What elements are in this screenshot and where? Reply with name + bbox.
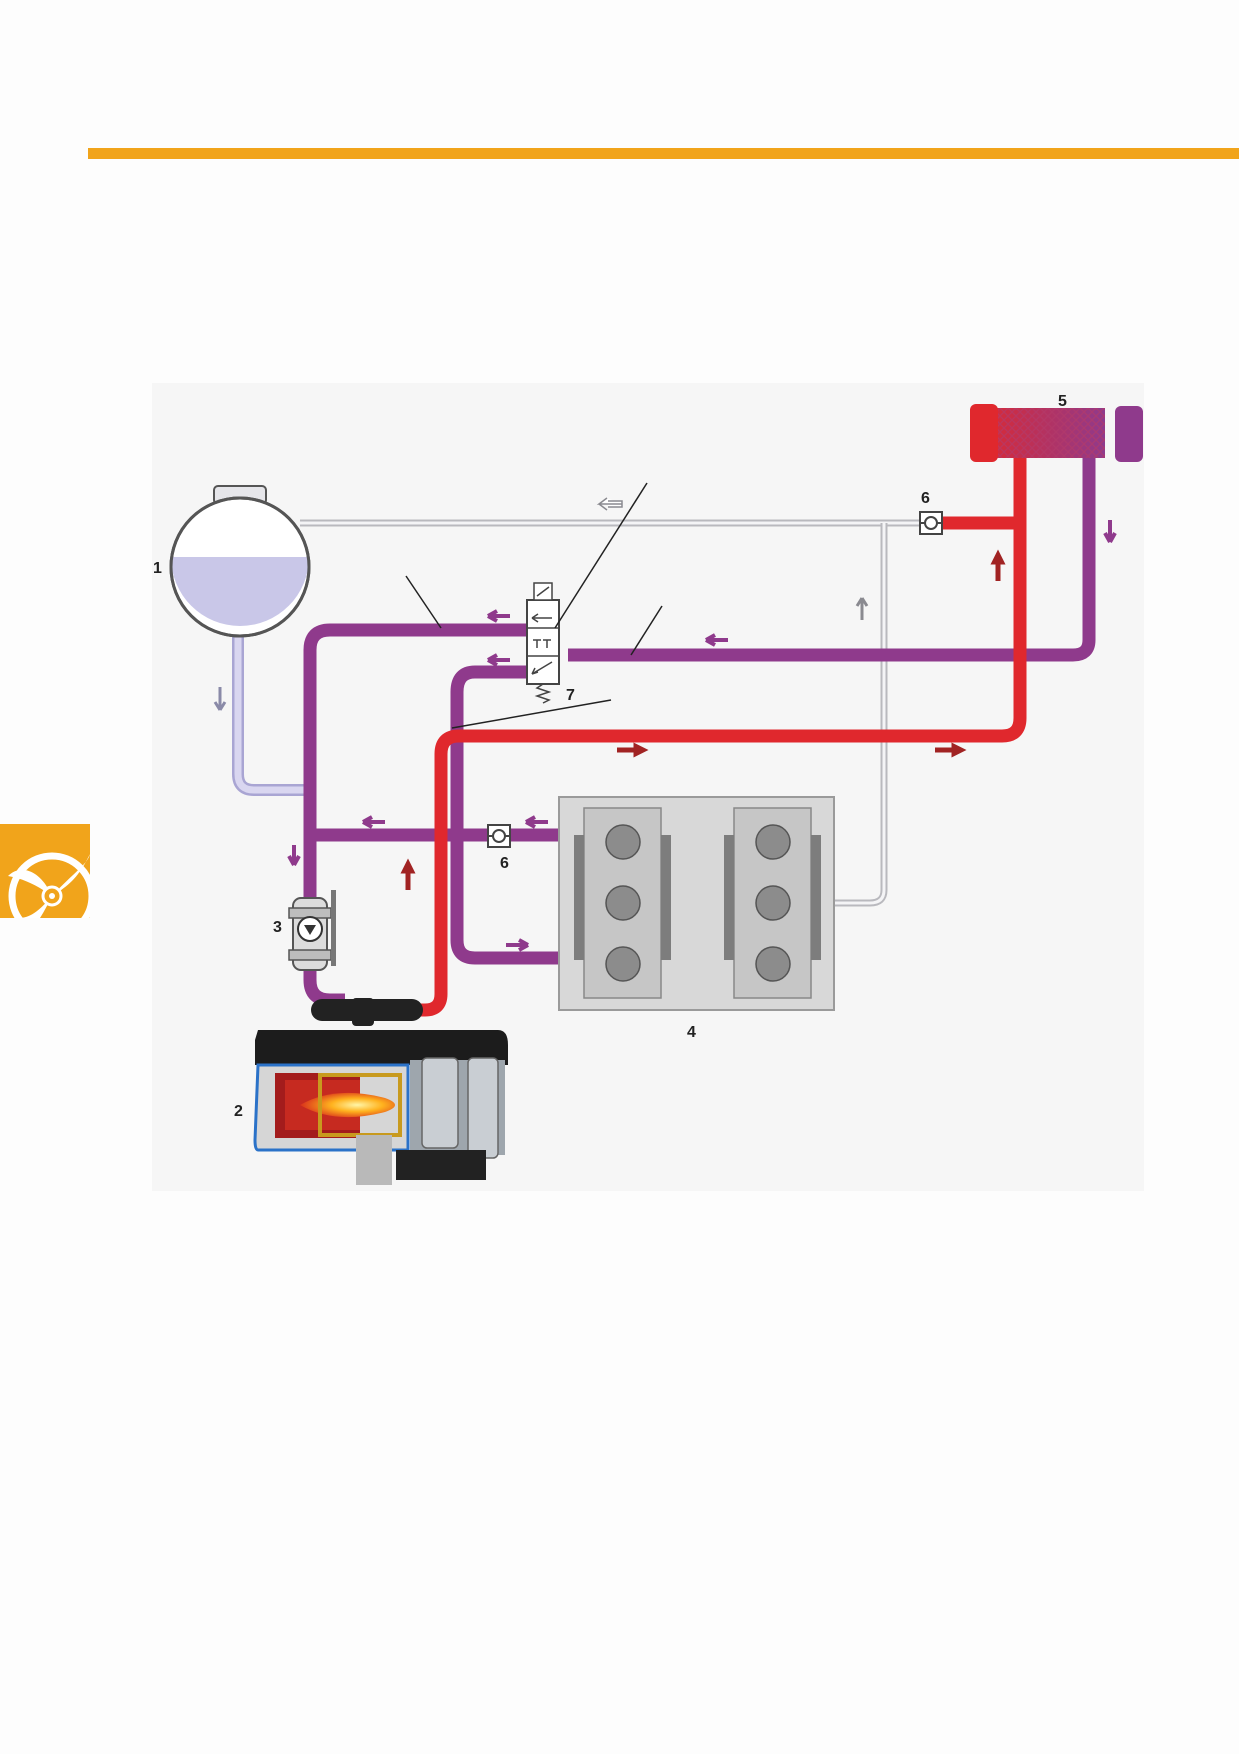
label-check-valve-mid: 6: [500, 855, 509, 872]
check-valve-mid: [487, 824, 511, 848]
expansion-tank: [169, 485, 311, 638]
label-pump: 3: [273, 919, 282, 936]
coolant-feed-line: [232, 632, 308, 796]
circulation-pump: [288, 890, 336, 971]
label-heat-exchanger: 5: [1058, 393, 1067, 410]
flow-arrows: [213, 497, 1117, 952]
callout-labels: 1 2 3 4 5 6 6 7: [153, 393, 1067, 1120]
label-expansion-tank: 1: [153, 560, 162, 577]
accent-rule: [88, 148, 1239, 159]
heat-exchanger: [970, 404, 1143, 462]
label-valve: 7: [566, 687, 575, 704]
switching-valve: [405, 482, 663, 729]
engine-block: [558, 796, 835, 1011]
heater-unit: [253, 998, 508, 1185]
check-valve-top: [919, 511, 943, 535]
label-engine: 4: [687, 1024, 696, 1041]
vent-lines: [300, 519, 925, 907]
label-check-valve-top: 6: [921, 490, 930, 507]
label-heater: 2: [234, 1103, 243, 1120]
